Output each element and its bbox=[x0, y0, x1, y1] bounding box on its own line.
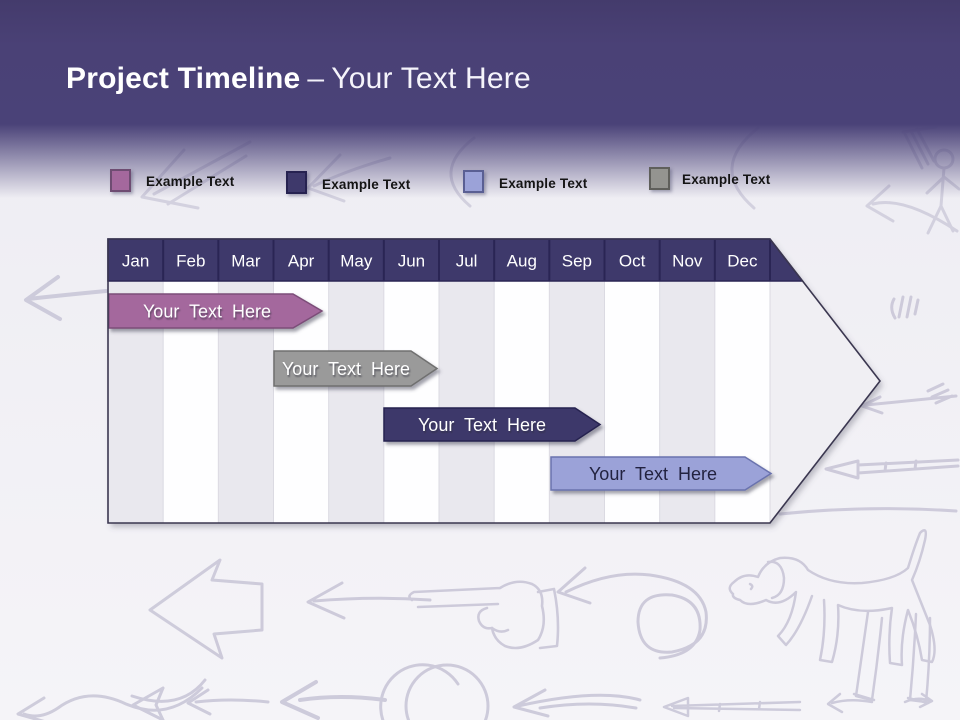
legend-swatch-3[interactable] bbox=[463, 170, 484, 193]
doodle-animal-legs bbox=[852, 610, 932, 705]
stripe-may bbox=[328, 281, 384, 523]
month-label: Jun bbox=[398, 252, 425, 271]
bar-label-2: Your Text Here bbox=[282, 359, 410, 379]
legend-swatch-1[interactable] bbox=[110, 169, 131, 192]
doodle-small-arrow bbox=[826, 692, 874, 714]
month-label: Jan bbox=[122, 252, 149, 271]
doodle-circled-arrow bbox=[131, 663, 460, 720]
month-label: Mar bbox=[231, 252, 261, 271]
stripe-aug bbox=[494, 281, 550, 523]
bar-label-4: Your Text Here bbox=[589, 464, 717, 484]
doodle-long-arrow bbox=[662, 696, 802, 718]
stripe-jun bbox=[383, 281, 439, 523]
doodle-bottom bbox=[16, 528, 936, 720]
month-label: Feb bbox=[176, 252, 205, 271]
doodle-hollow-arrow bbox=[148, 558, 264, 660]
doodle-small-arrow bbox=[280, 680, 387, 720]
bar-shape-4[interactable] bbox=[550, 456, 773, 491]
legend-swatch-4[interactable] bbox=[649, 167, 670, 190]
doodle-circle bbox=[404, 663, 490, 720]
legend-label-1[interactable]: Example Text bbox=[146, 174, 235, 189]
stripe-jul bbox=[439, 281, 495, 523]
doodle-sketch-arrow bbox=[512, 688, 642, 718]
doodle-pointing-hand bbox=[408, 580, 560, 650]
doodle-left-arrow bbox=[24, 275, 108, 321]
column-gridlines bbox=[162, 281, 771, 523]
bar-label-1: Your Text Here bbox=[143, 302, 271, 322]
chart-outline bbox=[107, 238, 882, 524]
doodle-curl-arrow bbox=[556, 566, 708, 660]
bar-shape-2[interactable] bbox=[273, 350, 439, 387]
doodle-thin-arrow bbox=[306, 581, 432, 620]
doodle-dog bbox=[728, 528, 936, 667]
bar-shape-3[interactable] bbox=[383, 407, 602, 442]
month-label: Nov bbox=[672, 252, 703, 271]
month-label: Dec bbox=[727, 252, 758, 271]
legend-swatch-2[interactable] bbox=[286, 171, 307, 194]
doodle-hook-arrow bbox=[903, 692, 934, 709]
title-bold-text: Project Timeline bbox=[66, 62, 301, 95]
legend-label-4[interactable]: Example Text bbox=[682, 172, 771, 187]
month-label: Oct bbox=[619, 252, 646, 271]
doodle-squiggle-arrow bbox=[16, 678, 207, 720]
timeline-chart: Jan Feb Mar Apr May Jun Jul Aug Sep Oct … bbox=[107, 238, 882, 524]
timeline-bar-3[interactable]: Your Text Here bbox=[383, 407, 602, 442]
month-label: Sep bbox=[562, 252, 592, 271]
bar-label-3: Your Text Here bbox=[418, 415, 546, 435]
timeline-bar-2[interactable]: Your Text Here bbox=[273, 350, 439, 387]
doodle-hatch-marks bbox=[890, 295, 920, 320]
legend-label-2[interactable]: Example Text bbox=[322, 177, 411, 192]
month-labels: Jan Feb Mar Apr May Jun Jul Aug Sep Oct … bbox=[122, 252, 758, 271]
bar-shape-1[interactable] bbox=[108, 293, 324, 329]
timeline-bar-4[interactable]: Your Text Here bbox=[550, 456, 773, 491]
month-header-dividers bbox=[162, 240, 771, 281]
month-label: Aug bbox=[507, 252, 537, 271]
month-label: Jul bbox=[456, 252, 478, 271]
timeline-bar-1[interactable]: Your Text Here bbox=[108, 293, 324, 329]
month-label: May bbox=[340, 252, 373, 271]
title-separator: – bbox=[307, 62, 325, 95]
doodle-line bbox=[778, 507, 958, 516]
title-placeholder-text: Your Text Here bbox=[331, 62, 531, 95]
doodle-small-arrow bbox=[186, 688, 270, 716]
month-label: Apr bbox=[288, 252, 315, 271]
doodle-long-arrow bbox=[824, 458, 960, 480]
slide-title[interactable]: Project Timeline–Your Text Here bbox=[66, 57, 531, 101]
doodle-middle bbox=[24, 275, 960, 516]
doodle-feather-arrow bbox=[860, 382, 958, 415]
legend-label-3[interactable]: Example Text bbox=[499, 176, 588, 191]
